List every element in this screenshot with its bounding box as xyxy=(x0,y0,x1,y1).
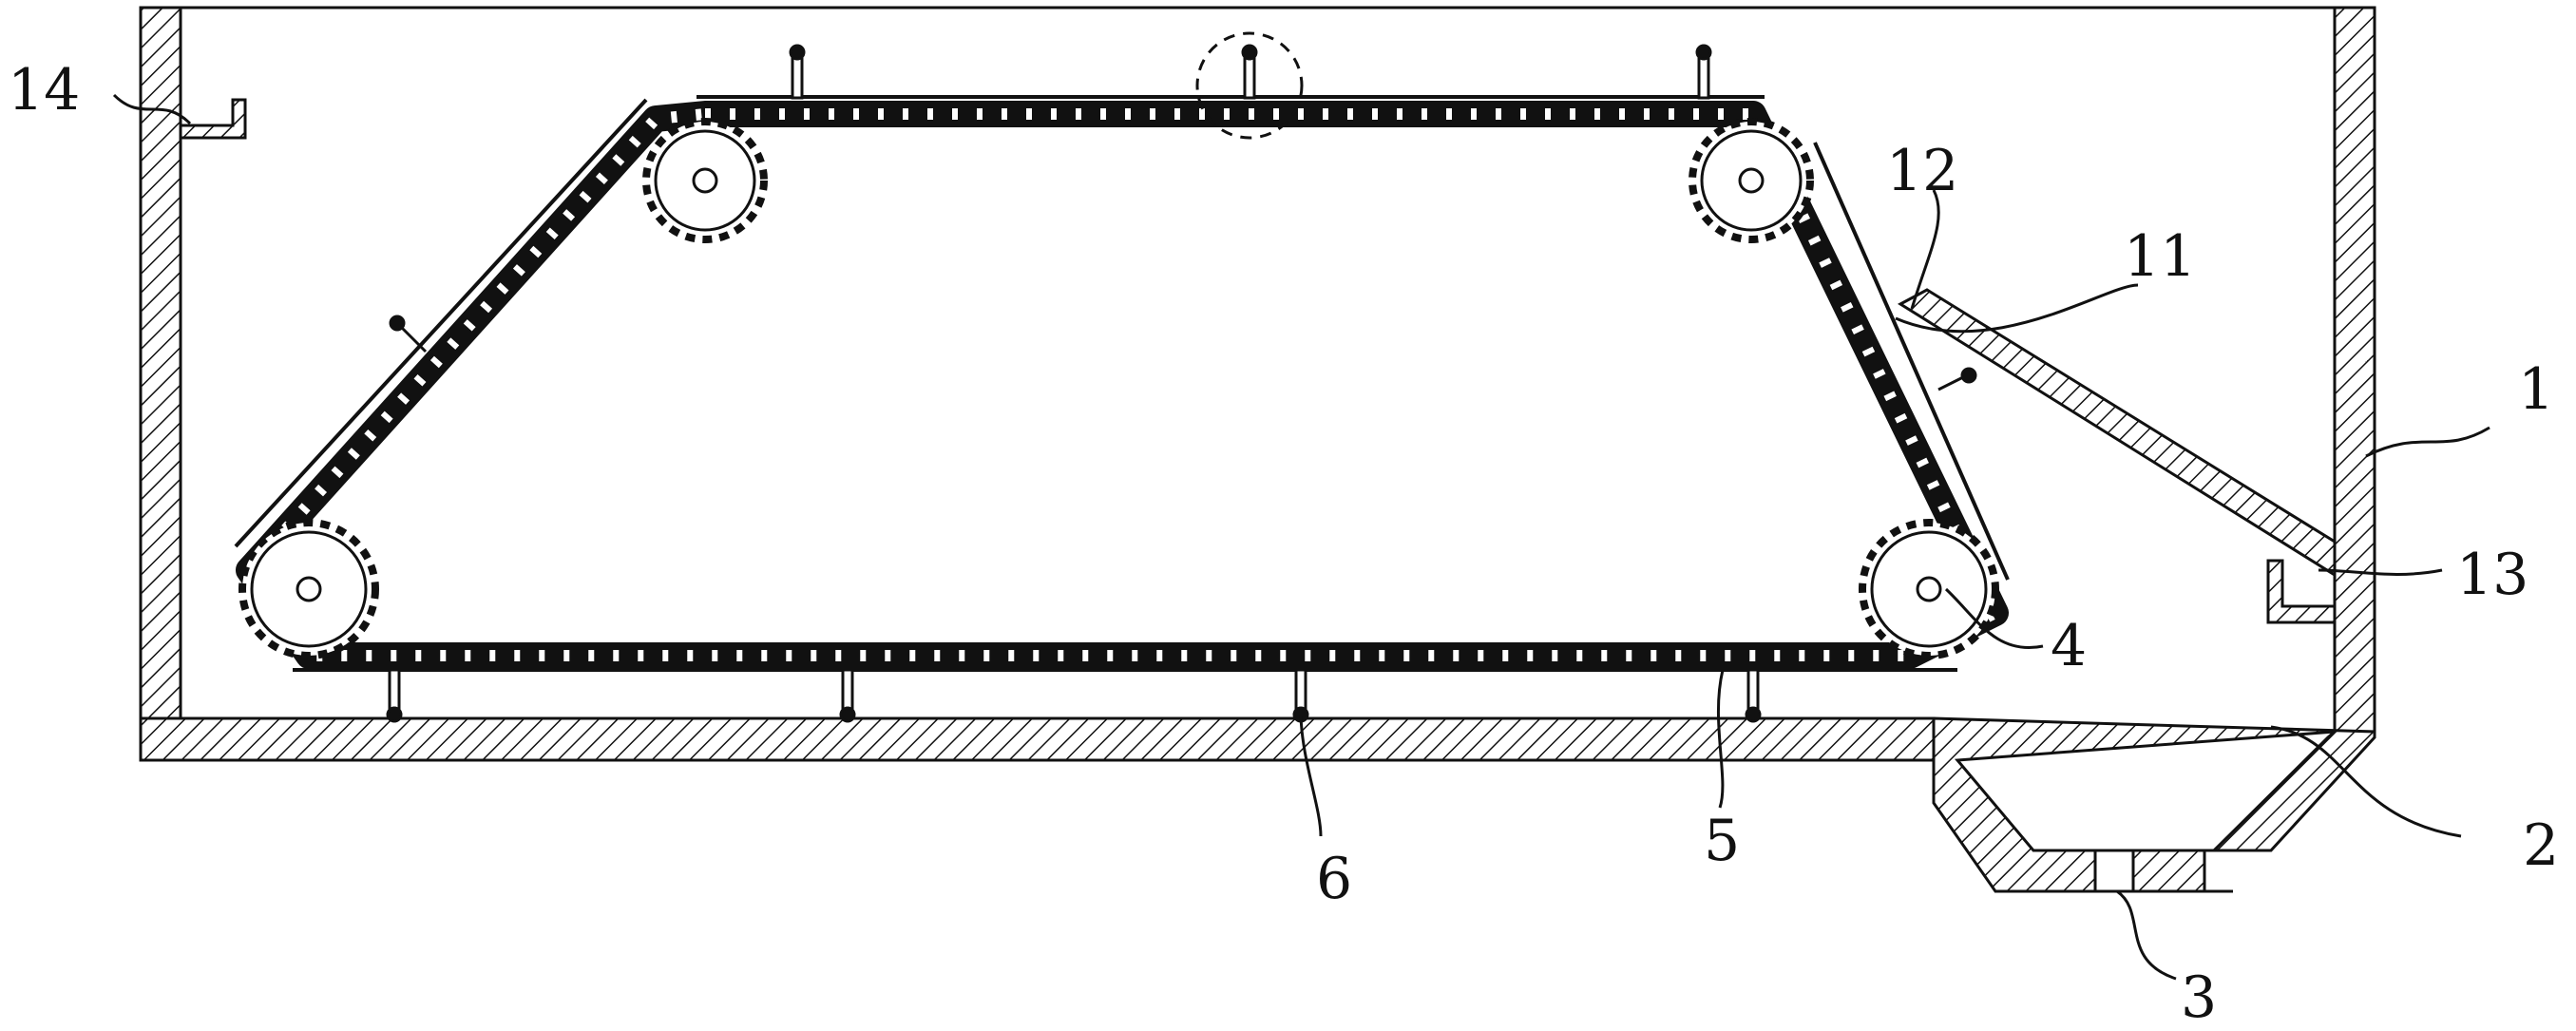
right-hook-bracket xyxy=(2266,559,2337,624)
left-hook-bracket xyxy=(179,98,247,140)
sprocket-bottom-left xyxy=(239,519,379,659)
housing xyxy=(139,6,2376,762)
label-sprocket: 4 xyxy=(2051,613,2087,679)
sprockets xyxy=(239,118,1999,659)
label-right-hook: 13 xyxy=(2456,542,2528,608)
scrapers xyxy=(386,31,1977,723)
label-hopper: 2 xyxy=(2523,812,2559,879)
sprocket-bottom-right xyxy=(1859,519,1999,659)
label-left-hook: 14 xyxy=(8,57,80,124)
label-outlet: 3 xyxy=(2181,964,2217,1031)
label-deflector-plate: 11 xyxy=(2124,223,2196,290)
reference-labels: 1 2 3 4 5 6 11 12 13 14 xyxy=(8,57,2559,1031)
hopper xyxy=(1932,716,2376,893)
label-scraper: 6 xyxy=(1316,846,1352,912)
sprocket-top-left xyxy=(642,118,768,243)
label-chain: 5 xyxy=(1704,808,1740,874)
label-housing: 1 xyxy=(2518,356,2554,423)
sprocket-top-right xyxy=(1689,118,1814,243)
leader-lines xyxy=(112,93,2490,981)
outlet-opening xyxy=(2093,849,2135,893)
deflector-plate xyxy=(1898,288,2337,578)
label-pivot: 12 xyxy=(1886,138,1958,204)
